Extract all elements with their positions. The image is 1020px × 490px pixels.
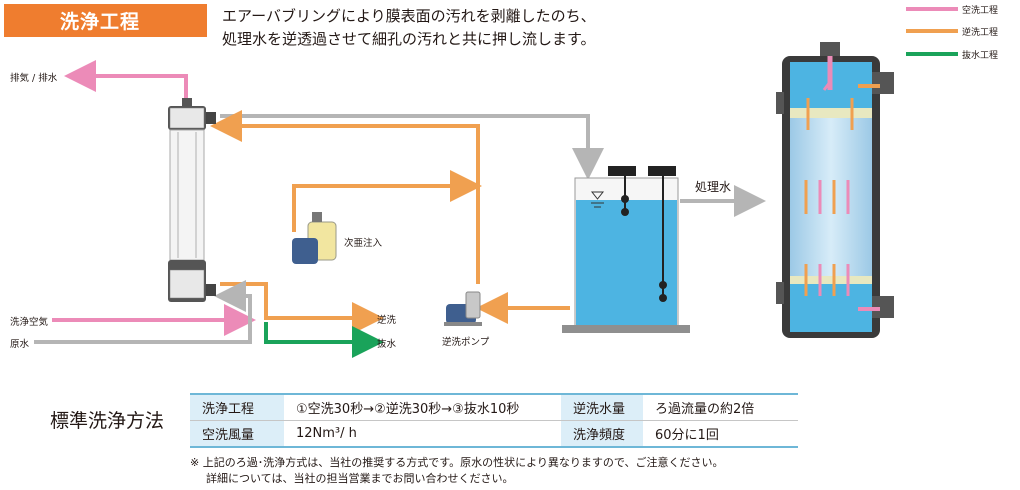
row1-key2: 逆洗水量 xyxy=(561,393,643,421)
row1-value1: ①空洗30秒→②逆洗30秒→③抜水10秒 xyxy=(284,393,561,421)
row2-key2: 洗浄頻度 xyxy=(561,420,643,448)
method-table: 洗浄工程 ①空洗30秒→②逆洗30秒→③抜水10秒 逆洗水量 ろ過流量の約2倍 … xyxy=(190,393,798,448)
exhaust-label: 排気 / 排水 xyxy=(10,73,58,84)
backwash-line-top xyxy=(210,110,480,284)
note-line-2: 詳細については、当社の担当営業までお問い合わせください。 xyxy=(206,472,514,485)
row2-key1: 空洗風量 xyxy=(190,420,284,448)
section-title: 洗浄工程 xyxy=(4,4,207,37)
drain-label: 抜水 xyxy=(377,339,397,350)
treated-water-tank xyxy=(562,166,690,333)
permeate-line xyxy=(220,114,604,180)
module-cross-section xyxy=(776,42,894,338)
row1-value2: ろ過流量の約2倍 xyxy=(643,393,798,421)
chemical-injection-pump xyxy=(292,212,337,264)
description-line-1: エアーバブリングにより膜表面の汚れを剥離したのち、 xyxy=(222,7,596,25)
drain-line xyxy=(264,322,384,358)
raw-water-label: 原水 xyxy=(10,339,30,350)
table-row: 空洗風量 12Nm³/ h 洗浄頻度 60分に1回 xyxy=(190,420,798,448)
note-line-1: ※ 上記のろ過･洗浄方式は、当社の推奨する方式です。原水の性状により異なりますの… xyxy=(190,456,724,469)
row2-value1: 12Nm³/ h xyxy=(284,420,561,448)
chemical-line xyxy=(292,170,482,232)
cleaning-process-diagram xyxy=(34,7,958,358)
description-line-2: 処理水を逆透過させて細孔の汚れと共に押し流します。 xyxy=(222,30,596,48)
membrane-module xyxy=(168,98,216,302)
backwash-pump-label: 逆洗ポンプ xyxy=(442,337,490,348)
legend-label-backwash: 逆洗工程 xyxy=(962,28,999,38)
row1-key1: 洗浄工程 xyxy=(190,393,284,421)
table-row: 洗浄工程 ①空洗30秒→②逆洗30秒→③抜水10秒 逆洗水量 ろ過流量の約2倍 xyxy=(190,393,798,421)
raw-water-line xyxy=(34,280,252,344)
row2-value2: 60分に1回 xyxy=(643,420,798,448)
backwash-out-label: 逆洗 xyxy=(377,315,397,326)
exhaust-line xyxy=(64,60,188,104)
backwash-pump xyxy=(444,291,482,326)
air-wash-label: 洗浄空気 xyxy=(10,317,49,328)
chemical-injection-label: 次亜注入 xyxy=(344,238,383,249)
treated-water-label: 処理水 xyxy=(695,180,732,194)
backwash-out-line xyxy=(220,282,384,334)
legend-label-drain: 抜水工程 xyxy=(962,51,999,61)
legend-label-air: 空洗工程 xyxy=(962,6,999,16)
method-title: 標準洗浄方法 xyxy=(50,410,165,432)
